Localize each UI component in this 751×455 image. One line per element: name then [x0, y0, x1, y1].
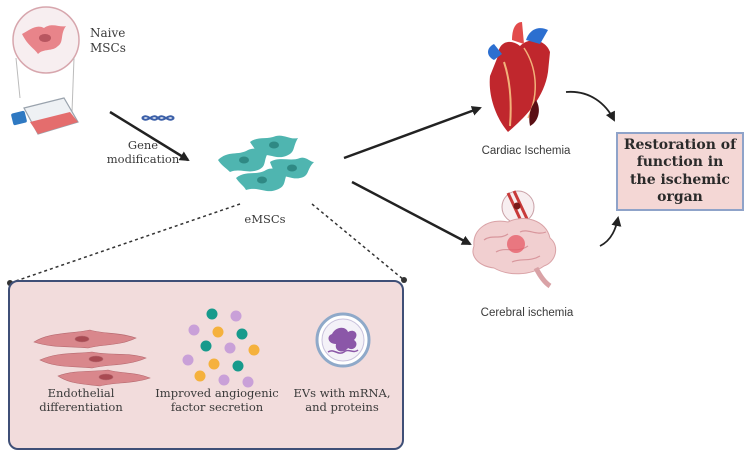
label-naive-mscs: Naive MSCs — [90, 26, 126, 55]
connector-left — [9, 203, 241, 284]
panel-item-angiogenic: Improved angiogenic factor secretion — [155, 386, 279, 415]
dna-icon — [141, 115, 175, 121]
label-cerebral-ischemia: Cerebral ischemia — [480, 307, 574, 319]
arrow-brain-to-outcome — [599, 216, 622, 247]
arrow-to-brain — [351, 180, 472, 246]
panel-item-endothelial: Endothelial differentiation — [39, 386, 123, 415]
extracellular-vesicle-icon — [315, 312, 371, 368]
outcome-box: Restoration of function in the ischemic … — [616, 132, 744, 211]
panel-item-evs: EVs with mRNA, and proteins — [293, 386, 391, 415]
emsc-properties-panel: Endothelial differentiation Improved ang… — [8, 280, 404, 450]
arrow-to-heart — [343, 106, 482, 160]
heart-icon — [488, 22, 550, 132]
panel-graphics — [33, 308, 371, 388]
culture-flask-icon — [11, 97, 79, 135]
label-emscs: eMSCs — [244, 212, 286, 226]
endothelial-cells-icon — [33, 329, 151, 387]
label-gene-modification: Gene modification — [106, 138, 180, 167]
arrow-heart-to-outcome — [565, 91, 615, 122]
brain-icon — [472, 218, 557, 289]
naive-msc-icon — [12, 6, 80, 113]
outcome-text: Restoration of function in the ischemic … — [623, 136, 737, 206]
label-cardiac-ischemia: Cardiac Ischemia — [481, 145, 571, 157]
arrow-to-emscs — [109, 110, 190, 162]
angiogenic-factors-icon — [182, 308, 260, 388]
emscs-cluster-icon — [218, 135, 314, 192]
blood-vessel-icon — [501, 190, 535, 224]
connector-right — [311, 203, 405, 281]
